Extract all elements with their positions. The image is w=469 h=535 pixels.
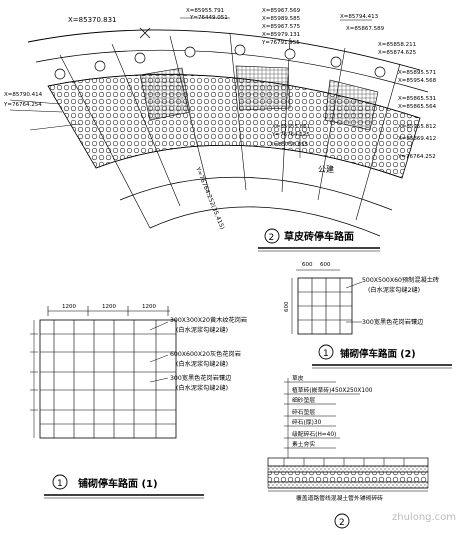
paving2-dim: 600 [320,262,331,268]
section-drawing [267,378,429,492]
coord-label: X=85858.211 [378,42,416,48]
paving1-title: 1 铺砌停车路面 (1) [44,474,204,499]
plan-grid-tiles-2 [235,65,291,111]
coord-label: X=85967.569 [262,8,301,14]
section-layer-note: 细砂垫层 [292,396,315,404]
coord-label: X=85865.564 [398,104,437,110]
paving1-drawing [30,306,177,439]
plan-tree-circles [54,44,386,80]
plan-radial-lines [59,33,401,229]
paving2-note: 500X500X60预制混凝土砖 [362,276,439,284]
plan-top-coord: X=85370.831 [68,16,117,24]
coord-label: X=85955.861 [272,124,310,130]
coord-label: Y=76791.955 [261,40,300,46]
paving1-note: 600X600X20灰色花岗岩 [170,350,241,358]
paving2-title: 1 铺砌停车路面 (2) [312,344,452,369]
parking-plan [9,17,429,237]
grass-title: 草皮砖停车路面 [284,230,354,243]
section-gravel-layer [267,471,429,483]
grass-index: 2 [269,233,275,243]
plan-grid-tiles-3 [324,79,379,131]
coord-label: X=85794.413 [340,14,379,20]
plan-cross-mark [139,27,151,39]
coord-label: Y=76764.125 [271,132,310,138]
coord-label: Y=76764.252 [397,154,436,160]
plan-leaders [9,17,372,158]
grass-detail-title: 2 草皮砖停车路面 [258,228,380,252]
plan-arc-inner-1 [95,144,403,179]
plan-grid-tiles-1 [139,67,191,121]
paving2-index: 1 [323,349,329,359]
paving1-index: 1 [57,479,63,489]
section-bottom-note: 覆盖道路管线混凝土管外铺砌碎砖 [296,494,383,502]
coord-label: X=85979.131 [262,32,300,38]
section-title: 2 [334,513,350,529]
coord-label: X=85954.568 [398,78,437,84]
paving2-note: (白水泥浆勾缝2缝) [368,286,420,294]
plan-arc-2 [35,49,429,93]
coord-label: X=85989.585 [262,16,301,22]
plan-road-label: 公建 [318,164,334,174]
paving2-drawing [291,269,363,335]
coord-label: X=85967.575 [262,24,301,30]
paving1-note: 300宽黑色花岗岩镶边 [170,374,232,382]
coord-label: X=85895.571 [398,70,436,76]
section-sand-layer [267,465,429,473]
coord-label: Y=76764.254 [3,102,42,108]
coord-label: X=85869.412 [398,136,436,142]
plan-arc-outer [27,29,421,71]
paving1-note: (白水泥浆勾缝2缝) [176,384,228,392]
section-layer-note: 草皮 [292,374,304,382]
coord-label: X=85865.531 [398,96,436,102]
section-layer-note: 级配碎石(H=40) [292,430,336,438]
paving2-note: 300宽黑色花岗岩镶边 [362,318,424,326]
paving1-dim: 1200 [142,304,156,310]
section-layer-note: 碎石垫层 [292,408,315,416]
plan-arc-inner-2 [119,176,393,211]
section-base-layer [267,481,429,489]
paving2-side-dim: 600 [284,301,290,312]
paving1-note: (白水泥浆勾缝2缝) [176,326,228,334]
coord-label: X=85955.791 [186,8,224,14]
coord-label: Y=76449.051 [189,15,228,21]
watermark: zhulong.com [392,512,457,523]
paving1-note: 300X300X20黄木纹花岗岩 [170,316,247,324]
paving1-title-text: 铺砌停车路面 (1) [78,477,158,490]
plan-arc-inner-3 [149,206,381,237]
plan-coord-labels: X=85955.791 Y=76449.051 X=85967.569 X=85… [3,8,437,160]
paving1-dim: 1200 [102,304,116,310]
section-layer-note: 素土夯实 [292,440,315,448]
section-index: 2 [339,518,345,528]
paving2-title-text: 铺砌停车路面 (2) [340,348,416,360]
section-layer-note: 碎石(厚)30 [292,418,322,426]
coord-label: X=85955.812 [398,124,436,130]
coord-label: X=85790.414 [4,92,43,98]
section-layer-note: 植草砖(嵌草砖)450X250X100 [292,386,373,394]
coord-label: X=85874.625 [378,50,417,56]
paving1-note: (白水泥浆勾缝2缝) [176,360,228,368]
coord-label: X=85867.589 [346,26,385,32]
paving2-dim: 600 [302,262,313,268]
plan-vertical-label: Y=76764.252(35.415) [194,165,226,231]
coord-label: X=85756.855 [270,142,309,148]
paving1-dim: 1200 [62,304,76,310]
